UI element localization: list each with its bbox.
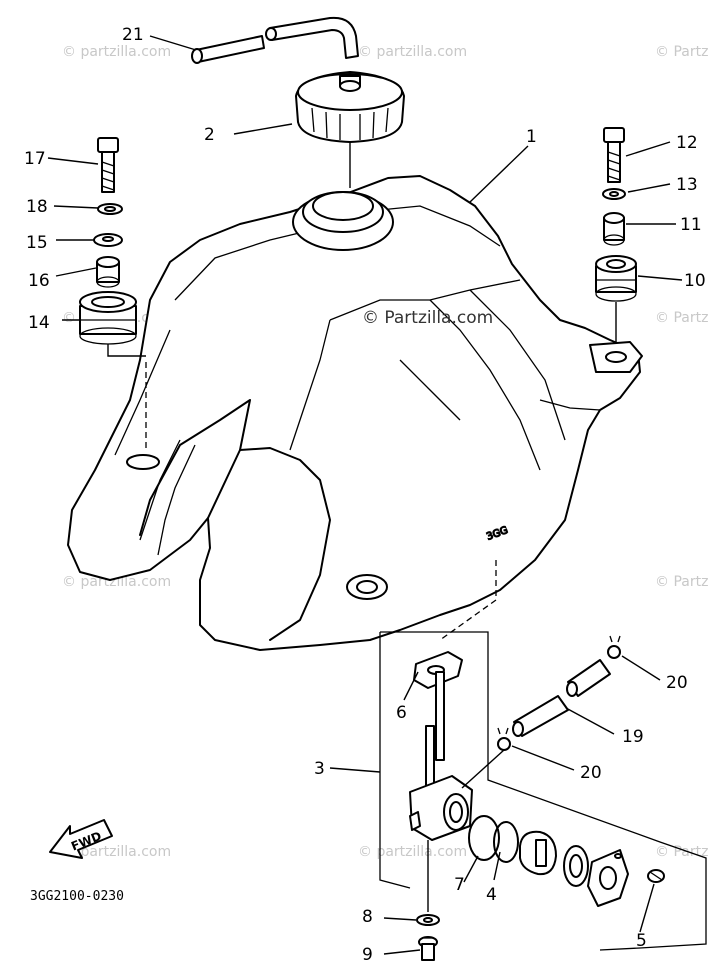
callout-12: 12 <box>676 133 698 153</box>
o-ring[interactable] <box>493 821 519 863</box>
callout-13: 13 <box>676 175 698 195</box>
callout-21: 21 <box>122 25 144 45</box>
hose-clip-lower[interactable] <box>497 727 511 751</box>
drain-screw[interactable] <box>418 936 438 961</box>
watermark: © partzilla.com <box>358 844 467 860</box>
callout-20-upper: 20 <box>666 673 688 693</box>
callout-18: 18 <box>26 197 48 217</box>
callout-2: 2 <box>204 125 215 145</box>
watermark-edge: © Partz <box>655 844 708 860</box>
watermark: © partzilla.com <box>62 574 171 590</box>
callout-10: 10 <box>684 271 706 291</box>
callout-7: 7 <box>454 875 465 895</box>
hose-guide <box>461 749 505 789</box>
bolt-left[interactable] <box>97 137 119 193</box>
lever[interactable] <box>519 830 557 876</box>
washer-right[interactable] <box>602 188 626 200</box>
callout-5: 5 <box>636 931 647 951</box>
part-code: 3GG2100-0230 <box>30 889 124 904</box>
lever-plate[interactable] <box>587 849 629 907</box>
callouts: 1 2 3 4 5 6 7 8 9 10 11 12 13 14 15 16 1… <box>24 25 706 965</box>
plate-screw[interactable] <box>647 869 665 883</box>
leader-lines <box>47 35 683 955</box>
washer-left[interactable] <box>93 233 123 247</box>
callout-20-lower: 20 <box>580 763 602 783</box>
lever-seal[interactable] <box>563 845 589 887</box>
damper-right[interactable] <box>595 255 637 302</box>
fuel-tank[interactable]: 3GG <box>67 175 643 651</box>
collar-right[interactable] <box>603 212 625 246</box>
mount-guide-left <box>107 344 146 357</box>
hose-clip-upper[interactable] <box>607 635 621 659</box>
callout-6: 6 <box>396 703 407 723</box>
fuel-cock[interactable] <box>409 671 473 912</box>
outlet-dash <box>439 560 497 641</box>
damper-left[interactable] <box>79 291 137 345</box>
callout-14: 14 <box>28 313 50 333</box>
drain-washer[interactable] <box>416 914 440 926</box>
callout-16: 16 <box>28 271 50 291</box>
watermark: © partzilla.com <box>62 44 171 60</box>
callout-8: 8 <box>362 907 373 927</box>
fuel-cap[interactable] <box>295 71 405 188</box>
callout-9: 9 <box>362 945 373 965</box>
watermark-edge: © Partz <box>655 44 708 60</box>
callout-15: 15 <box>26 233 48 253</box>
fuel-hose[interactable] <box>512 659 611 737</box>
center-watermark: © Partzilla.com <box>362 308 493 328</box>
assembly-bracket <box>379 631 707 951</box>
callout-1: 1 <box>526 127 537 147</box>
watermark-edge: © Partz <box>655 574 708 590</box>
callout-19: 19 <box>622 727 644 747</box>
callout-17: 17 <box>24 149 46 169</box>
callout-3: 3 <box>314 759 325 779</box>
callout-4: 4 <box>486 885 497 905</box>
watermark: © partzilla.com <box>358 44 467 60</box>
callout-11: 11 <box>680 215 702 235</box>
filter-screen[interactable] <box>468 815 500 861</box>
watermark: © partzilla.com <box>62 844 171 860</box>
watermark-edge: © Partz <box>655 310 708 326</box>
breather-hose[interactable] <box>191 16 359 64</box>
bolt-right[interactable] <box>603 127 625 183</box>
washer-left-upper[interactable] <box>97 203 123 215</box>
collar-left[interactable] <box>96 256 120 288</box>
